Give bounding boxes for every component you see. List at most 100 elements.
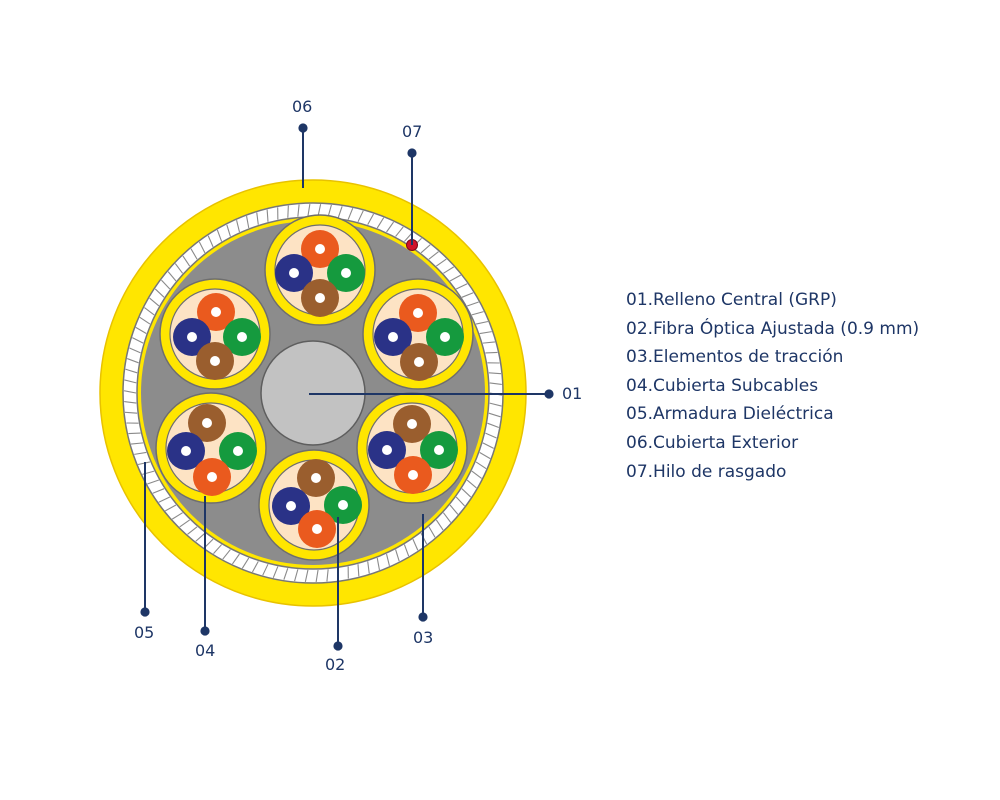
armor-strand <box>485 351 498 354</box>
armor-strand <box>222 549 231 560</box>
armor-strand <box>174 263 184 274</box>
armor-strand <box>294 569 299 582</box>
armor-strand <box>226 224 231 237</box>
tight-buffered-fiber-orange <box>394 456 432 494</box>
armor-strand <box>479 331 492 335</box>
armor-strand <box>403 544 410 557</box>
armor-strand <box>144 307 155 316</box>
armor-strand <box>130 442 144 445</box>
legend-item-03: 03.Elementos de tracción <box>626 347 844 368</box>
legend-item-01: 01.Relleno Central (GRP) <box>626 290 837 310</box>
armor-strand <box>158 496 171 503</box>
tight-buffered-fiber-brown <box>400 343 438 381</box>
armor-strand <box>412 538 419 551</box>
subcable-5 <box>356 392 468 504</box>
armor-strand <box>213 544 223 555</box>
armor-strand <box>471 311 484 316</box>
armor-strand <box>161 279 171 290</box>
tight-buffered-fiber-brown <box>301 279 339 317</box>
armor-strand <box>449 504 459 515</box>
armor-strand <box>167 271 177 282</box>
armor-strand <box>475 461 487 470</box>
armor-strand <box>125 368 138 374</box>
legend-item-05: 05.Armadura Dieléctrica <box>626 404 834 425</box>
armor-strand <box>487 422 500 428</box>
armor-strand <box>455 496 465 507</box>
tight-buffered-fiber-blue <box>167 432 205 470</box>
armor-strand <box>475 320 489 325</box>
armor-strand <box>147 479 160 485</box>
callout-01-number: 01 <box>562 384 582 403</box>
armor-strand <box>256 212 259 225</box>
tight-buffered-fiber-orange <box>301 230 339 268</box>
tight-buffered-fiber-green <box>219 432 257 470</box>
armor-strand <box>198 241 206 254</box>
armor-strand <box>307 203 311 217</box>
armor-strand <box>152 488 165 494</box>
tight-buffered-fiber-brown <box>297 459 335 497</box>
armor-strand <box>317 204 322 217</box>
tight-buffered-fiber-green <box>420 431 458 469</box>
callout-06-number: 06 <box>292 97 312 116</box>
armor-strand <box>485 432 497 439</box>
armor-strand <box>489 382 502 386</box>
callout-07-number: 07 <box>402 122 422 141</box>
tight-buffered-fiber-brown <box>188 404 226 442</box>
armor-strand <box>420 244 431 254</box>
legend-item-07: 07.Hilo de rasgado <box>626 461 787 482</box>
subcable-3 <box>362 278 474 390</box>
tight-buffered-fiber-green <box>324 486 362 524</box>
armor-strand <box>489 402 502 407</box>
armor-strand <box>124 400 137 404</box>
armor-strand <box>367 213 375 225</box>
armor-strand <box>272 566 279 578</box>
armor-strand <box>164 504 177 512</box>
callout-04-number: 04 <box>195 641 215 660</box>
tight-buffered-fiber-brown <box>196 342 234 380</box>
subcable-2 <box>159 278 271 390</box>
armor-strand <box>134 451 147 455</box>
armor-strand <box>216 229 223 242</box>
subcables-group <box>155 214 474 561</box>
callout-02-leader <box>333 517 343 651</box>
armor-strand <box>455 283 468 290</box>
tight-buffered-fiber-green <box>223 318 261 356</box>
tight-buffered-fiber-blue <box>275 254 313 292</box>
armor-strand <box>482 442 494 449</box>
tight-buffered-fiber-blue <box>368 431 406 469</box>
armor-strand <box>128 432 141 435</box>
armor-strand <box>129 347 141 354</box>
subcable-6 <box>258 449 370 561</box>
armor-strand <box>171 512 183 520</box>
armor-strand <box>327 204 332 217</box>
armor-strand <box>135 326 147 334</box>
armor-strand <box>126 358 139 364</box>
callout-03-leader <box>418 514 428 622</box>
armor-strand <box>385 553 390 566</box>
armor-strand <box>236 220 241 233</box>
callout-01-leader <box>309 389 554 399</box>
armor-strand <box>466 479 477 489</box>
armor-strand <box>488 412 501 418</box>
armor-strand <box>461 292 474 298</box>
callout-07-leader <box>407 148 417 245</box>
legend-item-04: 04.Cubierta Subcables <box>626 375 819 396</box>
callout-06-leader <box>298 123 308 188</box>
armor-strand <box>241 557 250 569</box>
armor-strand <box>182 255 191 267</box>
tight-buffered-fiber-green <box>327 254 365 292</box>
dielectric-armor-strands <box>123 203 503 583</box>
armor-strand <box>266 209 269 222</box>
armor-strand <box>428 526 436 538</box>
armor-strand <box>190 248 198 260</box>
armor-strand <box>435 519 444 531</box>
tight-buffered-fiber-blue <box>173 318 211 356</box>
armor-strand <box>262 563 269 576</box>
armor-strand <box>449 274 462 282</box>
armor-strand <box>436 258 447 267</box>
armor-strand <box>428 251 439 260</box>
tight-buffered-fiber-blue <box>374 318 412 356</box>
subcable-1 <box>264 214 376 326</box>
callout-04-leader <box>200 496 210 636</box>
armor-strand <box>326 569 329 582</box>
